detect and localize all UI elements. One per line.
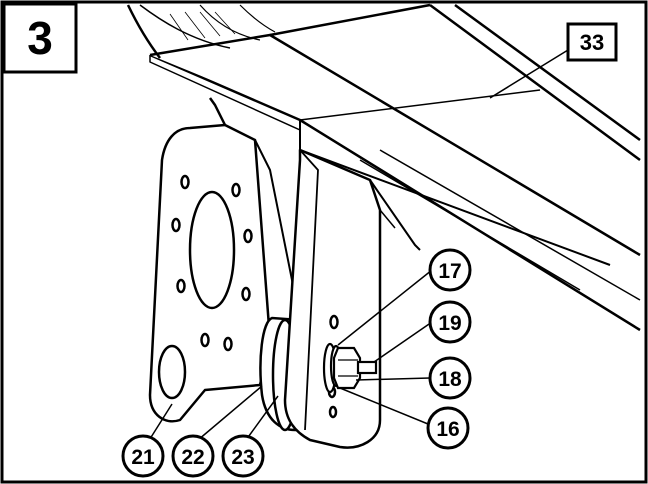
callout-19: 19 bbox=[428, 300, 472, 344]
leader-33 bbox=[489, 49, 569, 99]
svg-text:17: 17 bbox=[438, 260, 461, 283]
nut-18 bbox=[332, 346, 362, 390]
mounting-plate bbox=[148, 97, 301, 423]
callout-22: 22 bbox=[171, 434, 215, 478]
bolt-assembly bbox=[322, 342, 378, 394]
callout-17: 17 bbox=[428, 248, 472, 292]
bolt-19 bbox=[356, 360, 378, 375]
callout-21: 21 bbox=[121, 434, 165, 478]
svg-text:18: 18 bbox=[438, 368, 462, 391]
beam-33 bbox=[126, 3, 641, 332]
step-number: 3 bbox=[27, 12, 53, 64]
svg-text:33: 33 bbox=[580, 30, 604, 55]
svg-text:21: 21 bbox=[131, 446, 155, 469]
svg-text:19: 19 bbox=[438, 312, 461, 335]
callout-16: 16 bbox=[426, 406, 470, 450]
callout-33: 33 bbox=[566, 22, 618, 62]
svg-text:16: 16 bbox=[436, 418, 459, 441]
callout-23: 23 bbox=[221, 434, 265, 478]
step-number-box: 3 bbox=[2, 2, 78, 74]
callout-18: 18 bbox=[428, 356, 472, 400]
svg-text:23: 23 bbox=[231, 446, 254, 469]
svg-text:22: 22 bbox=[181, 446, 204, 469]
leader-lines bbox=[147, 269, 433, 443]
